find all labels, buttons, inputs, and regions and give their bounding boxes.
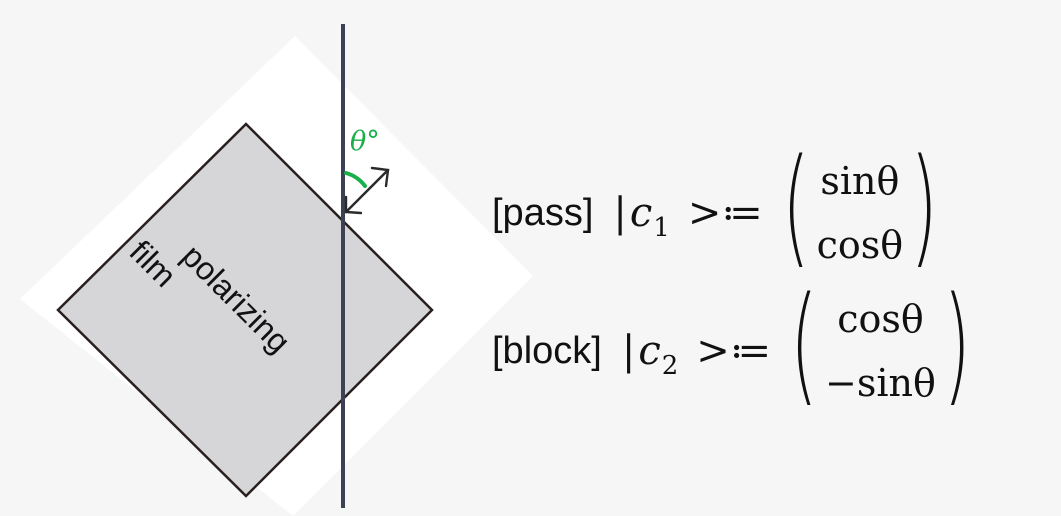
pass-vector-entry-2: cosθ [816,223,904,267]
pass-ket: | c 1 >≔ [613,190,770,243]
pass-right-paren: ) [910,132,938,281]
block-left-paren: ( [790,270,818,419]
polarizing-film [56,122,434,498]
block-right-paren: ) [943,270,971,419]
block-ket-index: 2 [661,351,679,381]
block-state-definition: [block] | c 2 >≔ ( cosθ −sinθ ) [492,281,982,416]
block-ket: | c 2 >≔ [621,328,779,381]
block-tag: [block] [492,329,602,372]
pass-vector-entry-1: sinθ [820,159,900,203]
block-vector: cosθ −sinθ [825,287,936,415]
block-vector-entry-2: −sinθ [825,361,936,405]
pass-left-paren: ( [781,132,810,281]
pass-ket-symbol: c [629,190,653,236]
pass-vector: sinθ cosθ [817,149,904,277]
pass-state-definition: [pass] | c 1 >≔ ( sinθ cosθ ) [492,143,949,278]
block-ket-symbol: c [638,328,661,374]
pass-ket-bar: | [613,190,627,236]
pass-tag: [pass] [492,191,594,234]
polarization-arrow-icon [344,166,390,215]
block-ket-bar: | [621,328,636,374]
pass-define-operator: >≔ [687,190,763,236]
angle-label: θ° [350,126,380,157]
block-vector-entry-1: cosθ [837,297,924,341]
angle-arc [344,171,367,188]
pass-ket-index: 1 [653,213,670,243]
block-define-operator: >≔ [696,328,772,374]
